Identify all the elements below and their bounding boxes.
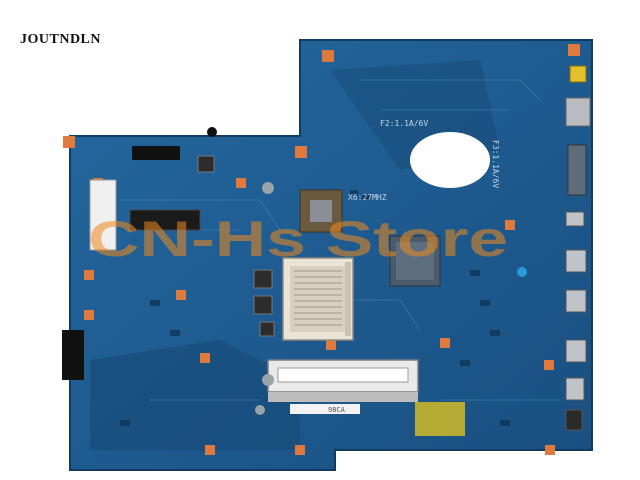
ide-connector bbox=[89, 179, 117, 251]
southbridge-chip bbox=[389, 235, 441, 287]
coin-cell-lead bbox=[207, 127, 217, 137]
capacitors bbox=[255, 182, 527, 415]
fan-header bbox=[132, 146, 180, 160]
cpu-socket bbox=[282, 257, 354, 341]
mounting-pads bbox=[63, 44, 580, 455]
inductors bbox=[197, 155, 275, 337]
usb-port-3 bbox=[565, 339, 587, 363]
usb-port-2 bbox=[565, 289, 587, 313]
ethernet-port bbox=[565, 97, 591, 127]
mini-pcie-slot bbox=[129, 209, 201, 231]
audio-jack-yellow bbox=[569, 65, 587, 83]
card-reader bbox=[565, 377, 585, 401]
power-connector bbox=[62, 330, 84, 380]
northbridge-chip bbox=[299, 189, 343, 233]
hdmi-port bbox=[565, 211, 585, 227]
board-cutout bbox=[410, 132, 490, 188]
brand-name: JOUTNDLN bbox=[20, 32, 102, 47]
ram-slot bbox=[267, 359, 419, 414]
sticker-label: 98CA bbox=[328, 406, 346, 414]
store-watermark: CN-Hs Store bbox=[88, 211, 508, 267]
audio-jack bbox=[565, 409, 583, 431]
vga-port bbox=[567, 144, 587, 196]
usb-port-1 bbox=[565, 249, 587, 273]
io-ports bbox=[565, 65, 591, 431]
bios-chip-area bbox=[415, 402, 465, 436]
fuse-label-f3: F3:1.1A/6V bbox=[491, 140, 500, 188]
serial-sticker bbox=[290, 404, 360, 414]
crystal-label: X6:27MHZ bbox=[348, 193, 387, 202]
fuse-label-f2: F2:1.1A/6V bbox=[380, 119, 428, 128]
